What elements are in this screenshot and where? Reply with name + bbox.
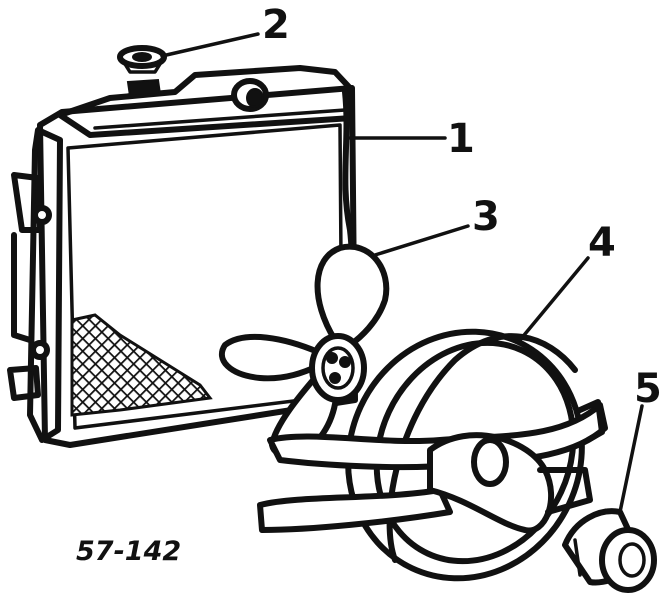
callout-label-1: 1 — [447, 116, 475, 162]
fan-shroud — [257, 328, 608, 582]
callout-label-3: 3 — [472, 194, 500, 240]
radiator-cap — [117, 45, 167, 74]
leader-line-2 — [160, 32, 260, 58]
leader-lines — [160, 32, 644, 514]
callout-label-2: 2 — [262, 2, 290, 48]
leader-line-3 — [373, 224, 470, 257]
radiator — [7, 65, 358, 448]
figure-id-label: 57-142 — [76, 536, 181, 567]
callout-label-5: 5 — [634, 366, 662, 412]
fan-motor — [562, 508, 657, 593]
leader-line-5 — [618, 404, 644, 514]
fan — [218, 243, 390, 458]
leader-line-4 — [518, 256, 590, 342]
callout-label-4: 4 — [588, 220, 616, 266]
